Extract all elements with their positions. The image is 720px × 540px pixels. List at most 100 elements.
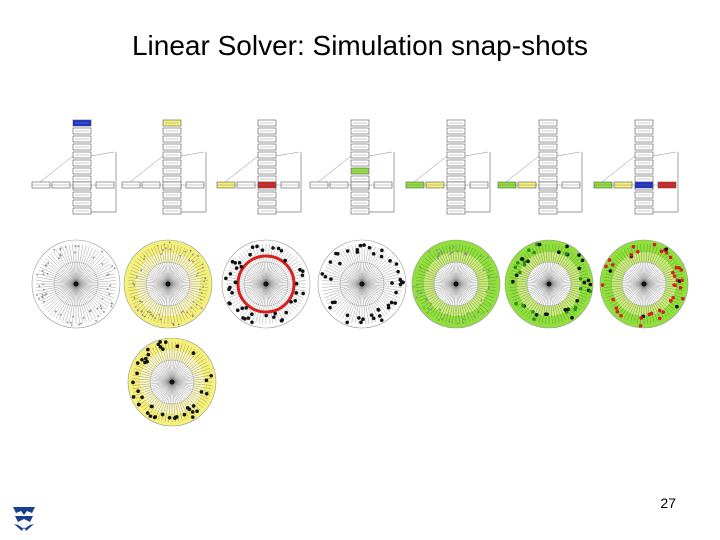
- graph-node-dot: [668, 255, 673, 260]
- graph-node-dot: [180, 311, 183, 314]
- graph-node-dot: [489, 304, 492, 307]
- graph-node-dot: [582, 280, 587, 285]
- graph-node-dot: [680, 278, 684, 282]
- graph-node-dot: [573, 305, 578, 310]
- university-logo-icon: [10, 503, 38, 533]
- graph-node-dot: [224, 276, 228, 281]
- graph-node-dot: [204, 378, 209, 383]
- graph-node-dot: [250, 312, 254, 316]
- graph-node-dot: [101, 262, 104, 265]
- graph-node-dot: [482, 311, 485, 314]
- graph-node-dot: [361, 317, 365, 322]
- graph-node-dot: [177, 323, 180, 326]
- graph-node-dot: [42, 289, 45, 291]
- graph-node-dot: [160, 412, 165, 417]
- graph-node-dot: [276, 246, 281, 251]
- graph-node-dot: [169, 248, 172, 251]
- graph-node-dot: [435, 249, 438, 251]
- graph-node-dot: [557, 250, 561, 254]
- graph-node-dot: [440, 250, 442, 253]
- graph-node-dot: [190, 415, 195, 419]
- graph-node-dot: [133, 283, 136, 286]
- graph-node-dot: [398, 277, 403, 282]
- graph-node-dot: [198, 288, 201, 291]
- graph-node-dot: [260, 248, 265, 252]
- graph-node-dot: [511, 279, 515, 284]
- graph-node-dot: [234, 266, 239, 270]
- graph-node-dot: [535, 242, 539, 247]
- graph-node-dot: [659, 249, 664, 254]
- graph-node-dot: [400, 280, 405, 285]
- graph-node-dot: [488, 286, 490, 288]
- graph-node-dot: [96, 307, 99, 310]
- graph-node-dot: [152, 415, 157, 420]
- graph-node-dot: [438, 252, 441, 255]
- graph-node-dot: [182, 412, 187, 417]
- graph-node-dot: [99, 304, 102, 307]
- graph-node-dot: [413, 285, 416, 288]
- graph-node-dot: [80, 322, 82, 325]
- graph-node-dot: [566, 307, 570, 312]
- graph-node-dot: [203, 280, 206, 283]
- graph-node-dot: [514, 301, 518, 306]
- graph-node-dot: [545, 312, 549, 317]
- graph-node-dot: [186, 311, 189, 314]
- graph-node-dot: [526, 259, 530, 264]
- graph-node-dot: [162, 249, 164, 251]
- graph-node-dot: [101, 250, 104, 253]
- graph-node-dot: [200, 298, 202, 301]
- graph-node-dot: [136, 402, 141, 407]
- graph-node-dot: [143, 258, 146, 260]
- snapshot-circle-2: [122, 238, 214, 330]
- graph-node-dot: [196, 254, 199, 257]
- graph-node-dot: [335, 251, 340, 256]
- graph-node-dot: [485, 290, 488, 293]
- graph-node-dot: [233, 261, 237, 265]
- graph-node-dot: [388, 259, 392, 263]
- snapshot-circle-8: [126, 336, 218, 428]
- graph-node-dot: [156, 244, 159, 247]
- graph-node-dot: [196, 272, 199, 275]
- graph-node-dot: [371, 316, 376, 321]
- graph-node-dot: [615, 309, 620, 314]
- graph-node-dot: [427, 269, 429, 272]
- graph-node-dot: [111, 265, 114, 268]
- graph-node-dot: [154, 317, 156, 320]
- graph-node-dot: [264, 313, 268, 318]
- graph-node-dot: [45, 292, 48, 295]
- graph-node-dot: [284, 310, 289, 315]
- graph-node-dot: [189, 249, 192, 252]
- graph-node-dot: [333, 300, 337, 305]
- graph-node-dot: [522, 260, 527, 265]
- graph-node-dot: [250, 320, 254, 325]
- graph-node-dot: [191, 253, 194, 256]
- graph-node-dot: [671, 295, 675, 300]
- graph-node-dot: [631, 244, 636, 249]
- graph-node-dot: [357, 316, 361, 320]
- graph-node-dot: [563, 308, 568, 312]
- graph-node-dot: [89, 309, 92, 312]
- graph-node-dot: [73, 251, 76, 254]
- graph-node-dot: [390, 281, 394, 285]
- graph-node-dot: [59, 313, 62, 316]
- graph-node-dot: [664, 250, 669, 255]
- graph-node-dot: [42, 283, 45, 286]
- graph-node-dot: [479, 304, 482, 306]
- graph-node-dot: [146, 347, 150, 352]
- graph-node-dot: [131, 395, 136, 399]
- graph-node-dot: [200, 292, 203, 294]
- graph-node-dot: [532, 317, 536, 321]
- graph-node-dot: [59, 253, 62, 256]
- graph-node-dot: [449, 253, 452, 256]
- graph-node-dot: [396, 269, 400, 274]
- graph-node-dot: [143, 360, 147, 365]
- graph-node-dot: [532, 250, 536, 255]
- graph-node-dot: [140, 269, 143, 272]
- graph-node-dot: [486, 256, 489, 259]
- graph-node-dot: [209, 373, 213, 378]
- graph-node-dot: [578, 287, 583, 291]
- graph-node-dot: [101, 297, 104, 300]
- graph-node-dot: [228, 285, 232, 290]
- snapshot-circle-6: [503, 238, 595, 330]
- graph-node-dot: [167, 415, 172, 420]
